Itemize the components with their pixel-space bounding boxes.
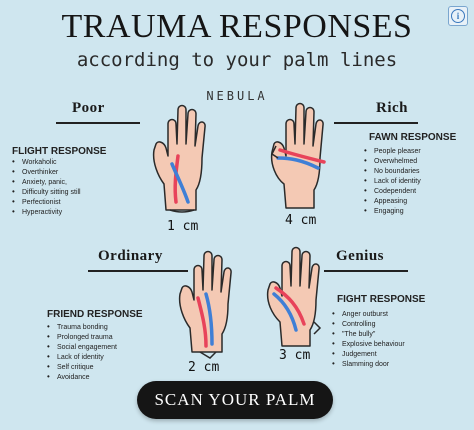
scan-palm-button[interactable]: SCAN YOUR PALM	[137, 381, 333, 419]
trait-item: Lack of identity	[47, 352, 117, 362]
palm-poor-illustration	[152, 104, 206, 213]
category-rich: Rich	[376, 100, 408, 116]
flight-response-title: FLIGHT RESPONSE	[12, 146, 107, 157]
category-ordinary: Ordinary	[98, 248, 163, 264]
fawn-response-title: FAWN RESPONSE	[369, 132, 457, 143]
trait-item: Hyperactivity	[12, 207, 81, 217]
fight-response-title: FIGHT RESPONSE	[337, 294, 426, 305]
trait-item: Explosive behaviour	[332, 339, 405, 349]
trait-item: Judgement	[332, 349, 405, 359]
trait-item: Anger outburst	[332, 309, 405, 319]
category-rich-underline	[334, 122, 418, 124]
brand-name: NEBULA	[206, 89, 268, 103]
trait-item: Self critique	[47, 362, 117, 372]
trait-item: Controlling	[332, 319, 405, 329]
trait-item: Avoidance	[47, 372, 117, 382]
trait-item: Appeasing	[364, 196, 421, 206]
trait-item: Trauma bonding	[47, 322, 117, 332]
measure-rich: 4 cm	[285, 213, 317, 228]
trait-item: Difficulty sitting still	[12, 187, 81, 197]
measure-ordinary: 2 cm	[188, 360, 220, 375]
trait-item: People pleaser	[364, 146, 421, 156]
palm-ordinary-illustration	[178, 250, 232, 359]
page-title: TRAUMA RESPONSES	[61, 8, 413, 45]
trait-item: Engaging	[364, 206, 421, 216]
trait-item: No boundaries	[364, 166, 421, 176]
category-poor: Poor	[72, 100, 105, 116]
trait-item: Social engagement	[47, 342, 117, 352]
trait-item: Lack of identity	[364, 176, 421, 186]
trait-item: Codependent	[364, 186, 421, 196]
measure-genius: 3 cm	[279, 348, 311, 363]
trait-item: Anxiety, panic,	[12, 177, 81, 187]
trait-item: Workaholic	[12, 157, 81, 167]
trait-item: Slamming door	[332, 359, 405, 369]
trait-item: "The bully"	[332, 329, 405, 339]
page-subtitle: according to your palm lines	[76, 49, 398, 71]
measure-poor: 1 cm	[167, 219, 199, 234]
friend-response-traits: Trauma bonding Prolonged trauma Social e…	[47, 322, 117, 382]
category-genius-underline	[324, 270, 408, 272]
trait-item: Overthinker	[12, 167, 81, 177]
info-icon[interactable]: i	[448, 6, 468, 26]
trait-item: Perfectionist	[12, 197, 81, 207]
trait-item: Prolonged trauma	[47, 332, 117, 342]
palm-rich-illustration	[270, 102, 326, 209]
trait-item: Overwhelmed	[364, 156, 421, 166]
flight-response-traits: Workaholic Overthinker Anxiety, panic, D…	[12, 157, 81, 217]
fawn-response-traits: People pleaser Overwhelmed No boundaries…	[364, 146, 421, 216]
friend-response-title: FRIEND RESPONSE	[47, 309, 143, 320]
info-glyph: i	[451, 9, 465, 23]
fight-response-traits: Anger outburst Controlling "The bully" E…	[332, 309, 405, 369]
category-poor-underline	[56, 122, 140, 124]
category-ordinary-underline	[88, 270, 188, 272]
category-genius: Genius	[336, 248, 385, 264]
palm-genius-illustration	[266, 246, 322, 347]
